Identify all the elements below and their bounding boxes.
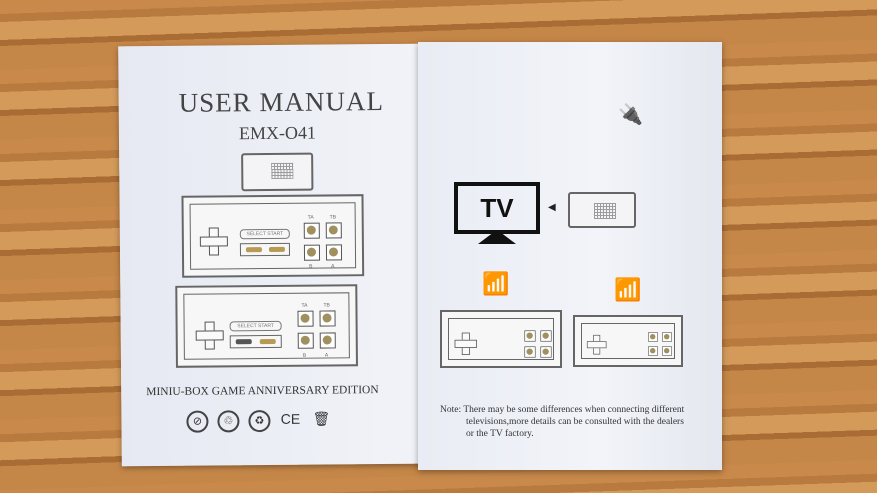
controller-illustration-1: SELECT START TA TB B A [181, 194, 365, 278]
wireless-signal-icon: 📶 [614, 278, 642, 303]
dpad-icon [200, 227, 226, 253]
recycle-triangle-icon: ♻ [248, 410, 271, 433]
dpad-icon [196, 321, 222, 347]
arrow-icon: ◀ [548, 202, 556, 213]
controller-illustration-3 [440, 310, 562, 368]
wireless-signal-icon: 📶 [482, 272, 510, 297]
manual-title: USER MANUAL [178, 86, 385, 118]
recycle-icon: ♲ [217, 410, 240, 433]
certification-icons: ⊘ ♲ ♻ CE 🗑 [186, 409, 332, 433]
manual-right-page: 🔌 TV ◀ 📶 📶 Note: There may be some diffe… [418, 42, 722, 470]
model-number: EMX-O41 [238, 122, 317, 144]
tv-stand-icon [478, 234, 516, 244]
manual-left-page: USER MANUAL EMX-O41 SELECT START TA TB B… [118, 43, 422, 467]
edition-text: MINIU-BOX GAME ANNIVERSARY EDITION [146, 384, 379, 399]
power-plug-icon: 🔌 [618, 102, 643, 126]
console-illustration [568, 192, 636, 228]
no-recycle-icon: ⊘ [186, 410, 209, 433]
connection-note: Note: There may be some differences when… [440, 405, 685, 439]
weee-bin-icon: 🗑 [312, 410, 331, 427]
console-illustration [241, 152, 314, 192]
controller-illustration-4 [573, 315, 683, 367]
select-start-label: SELECT START [239, 228, 290, 240]
tv-icon: TV [454, 182, 540, 234]
controller-illustration-2: SELECT START TA TB B A [175, 284, 358, 368]
ce-mark-icon: CE [280, 410, 301, 427]
